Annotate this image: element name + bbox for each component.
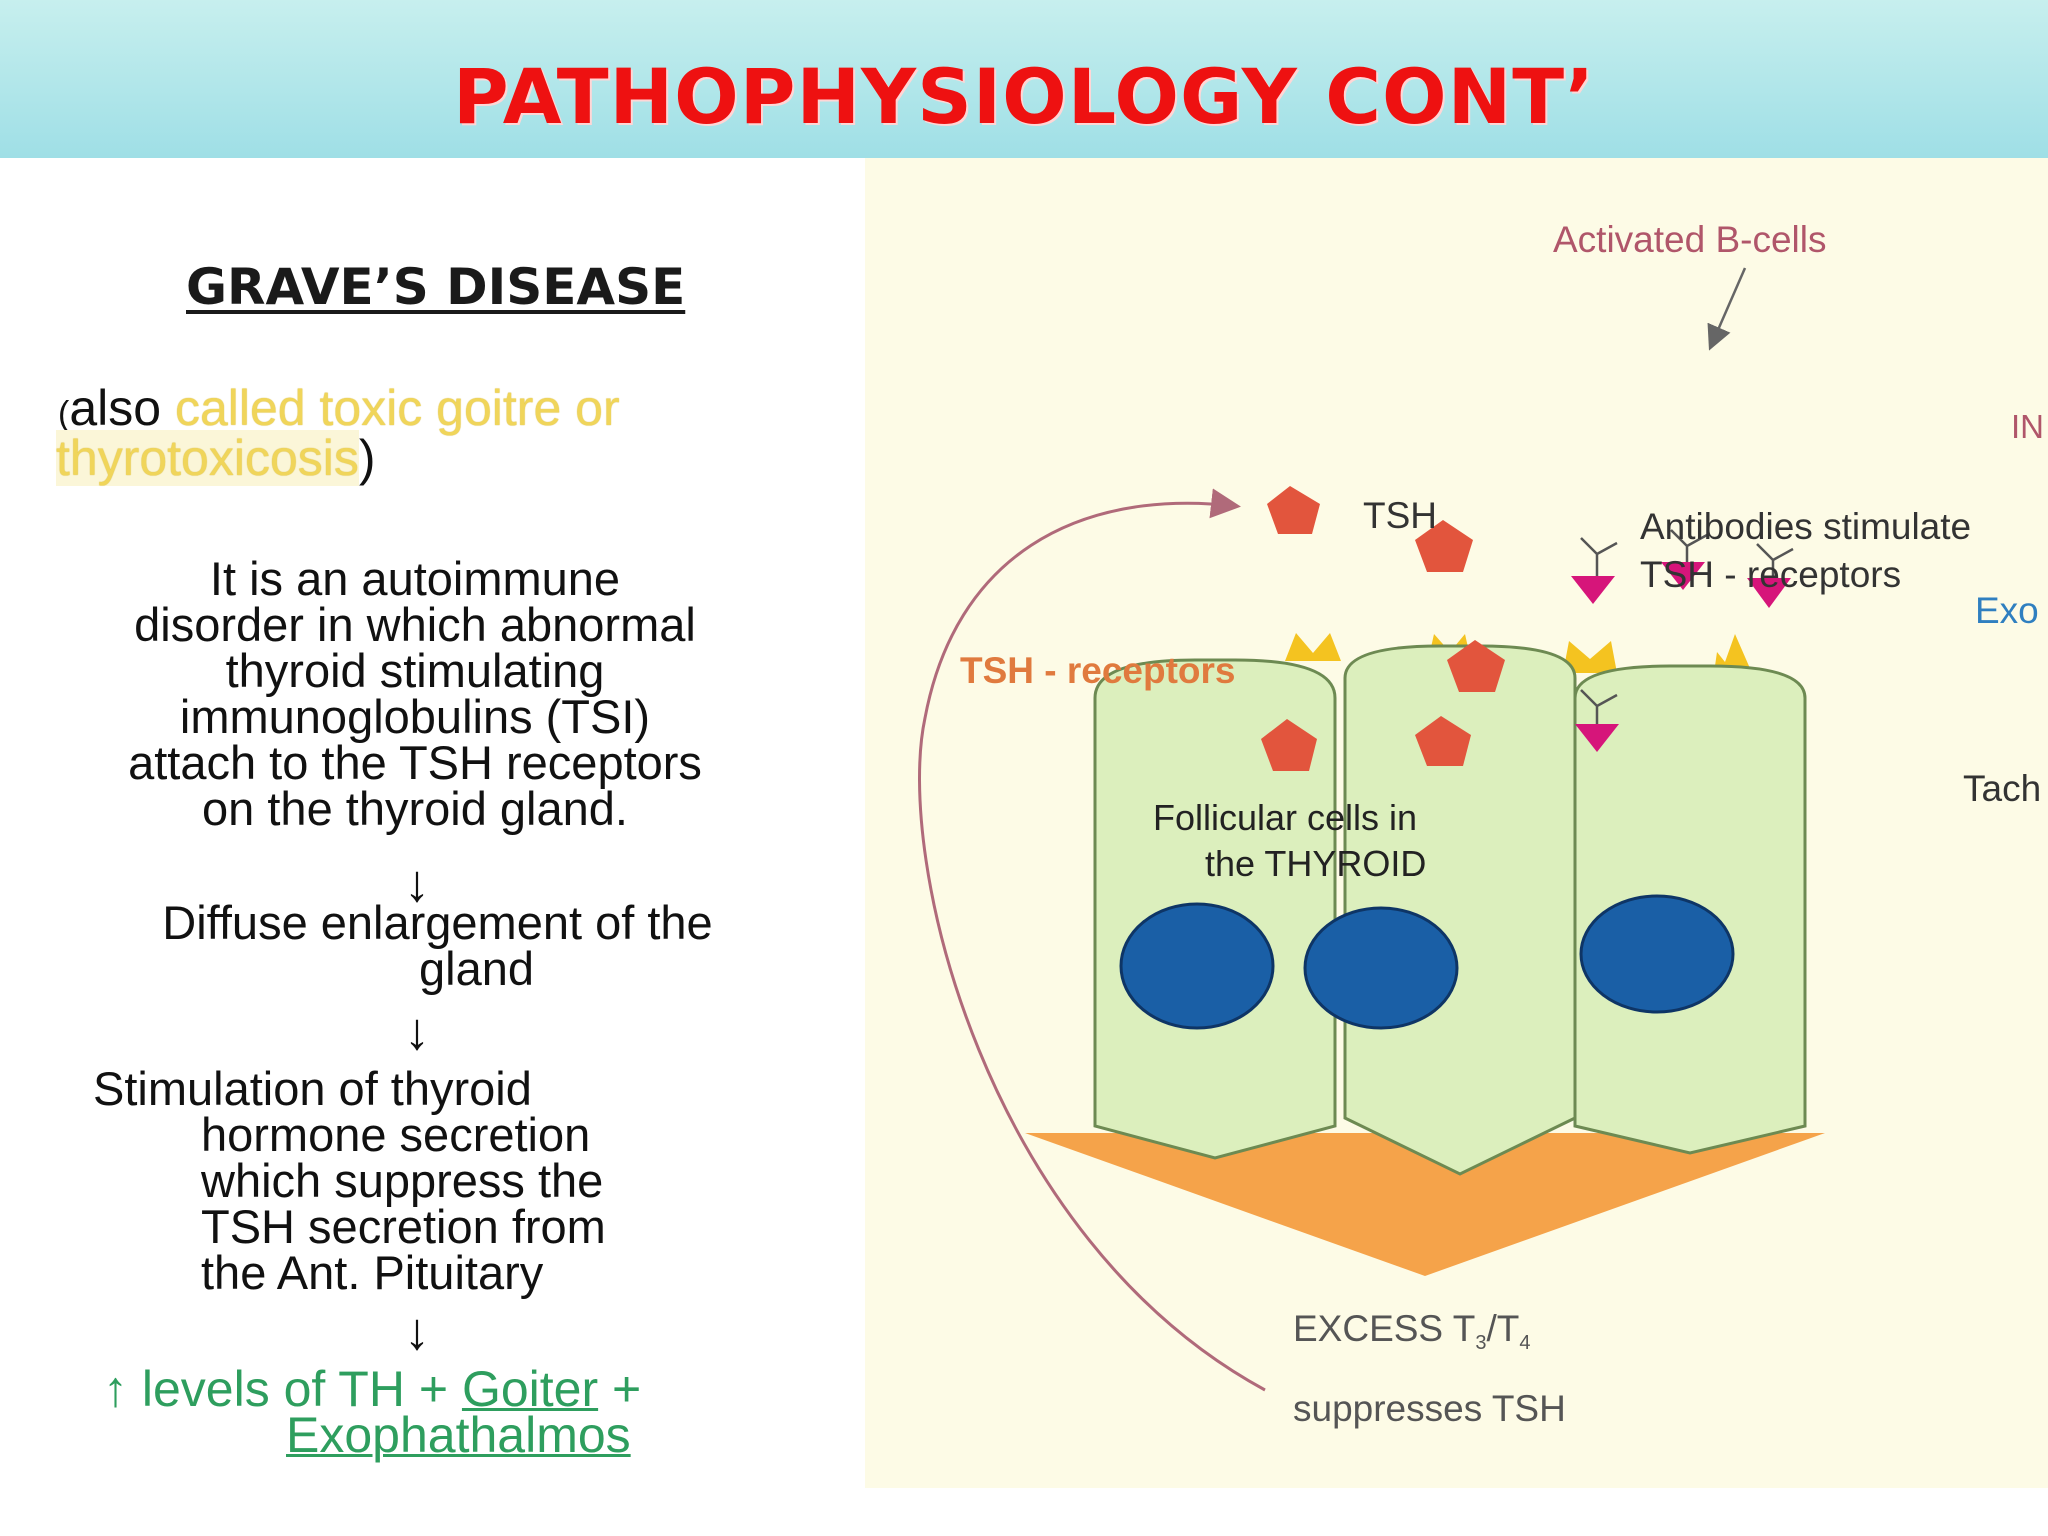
antibodies-label-2: TSH - receptors xyxy=(1640,554,1901,595)
step-line: the Ant. Pituitary xyxy=(201,1246,544,1299)
alias-highlight-2: thyrotoxicosis xyxy=(56,430,359,486)
step-line: gland xyxy=(419,942,534,995)
follicular-label-2: the THYROID xyxy=(1205,843,1426,884)
alias-highlight-1: called toxic goitre or xyxy=(174,380,620,436)
description-line: disorder in which abnormal xyxy=(134,598,696,651)
tsh-icon xyxy=(1415,716,1471,766)
alias-open-paren: ( xyxy=(58,395,70,433)
graves-mechanism-diagram: Activated B-cells TSH Antibodies stimula… xyxy=(865,158,2048,1488)
excess-label: EXCESS T3/T4 xyxy=(1293,1308,1530,1354)
nuclei xyxy=(1119,894,1735,1030)
activated-b-cells-label: Activated B-cells xyxy=(1553,219,1827,260)
diagram-canvas: Activated B-cells TSH Antibodies stimula… xyxy=(918,219,2044,1429)
antibodies-label-1: Antibodies stimulate xyxy=(1640,506,1971,547)
description-line: It is an autoimmune xyxy=(209,552,621,605)
antibody-icon xyxy=(1670,529,1708,564)
description-line: thyroid stimulating xyxy=(225,644,605,697)
antibody-icon xyxy=(1571,576,1615,604)
result-prefix: ↑ levels of TH + xyxy=(103,1361,462,1417)
result-goiter: Goiter xyxy=(461,1361,599,1417)
down-arrow-icon: ↓ xyxy=(404,1003,430,1061)
antibody-icon xyxy=(1756,543,1794,580)
step-line: which suppress the xyxy=(201,1154,604,1207)
tsh-label: TSH xyxy=(1363,495,1437,536)
step-enlargement: Diffuse enlargement of the gland xyxy=(70,896,805,995)
follicular-cell xyxy=(1343,644,1577,1176)
excess-text: EXCESS T xyxy=(1293,1308,1475,1349)
cut-label-exo: Exo xyxy=(1975,590,2039,631)
result-plus: + xyxy=(598,1361,642,1417)
tsh-icon xyxy=(1261,719,1317,771)
excess-slash-t: /T xyxy=(1486,1308,1519,1349)
nucleus-icon xyxy=(1303,906,1459,1030)
receptor-icon xyxy=(1285,633,1341,661)
tsh-icon xyxy=(1415,520,1473,572)
feedback-arrow xyxy=(918,488,1266,1392)
tsh-receptors-label: TSH - receptors xyxy=(960,650,1236,691)
nucleus-icon xyxy=(1579,894,1735,1014)
antibody-icon xyxy=(1575,724,1619,752)
b-cell-pointer-arrow xyxy=(1707,267,1747,351)
antibody-heads xyxy=(1571,562,1791,752)
antibody-icon xyxy=(1661,562,1705,590)
tsh-icon xyxy=(1447,640,1505,692)
down-arrow-icon: ↓ xyxy=(404,1303,430,1361)
antibody-arms xyxy=(1580,529,1794,730)
excess-sub-4: 4 xyxy=(1519,1332,1530,1354)
tsh-molecules xyxy=(1261,486,1505,771)
follicular-label-1: Follicular cells in xyxy=(1153,797,1417,838)
result-line: ↑ levels of TH + Goiter + Exophathalmos xyxy=(103,1364,641,1460)
cut-label-tach: Tach xyxy=(1963,768,2041,809)
receptor-icon xyxy=(1563,641,1617,673)
nucleus-icon xyxy=(1119,902,1275,1030)
step-stimulation: Stimulation of thyroid hormone secretion… xyxy=(93,1062,606,1299)
receptor-icon xyxy=(1714,634,1752,673)
description-line: on the thyroid gland. xyxy=(202,782,628,835)
tsh-icon xyxy=(1267,486,1320,534)
cut-label-in: IN xyxy=(2011,408,2044,445)
suppresses-label: suppresses TSH xyxy=(1293,1388,1566,1429)
step-line: Stimulation of thyroid xyxy=(93,1062,532,1115)
antibody-icon xyxy=(1580,537,1618,578)
step-line: hormone secretion xyxy=(201,1108,591,1161)
description-paragraph: It is an autoimmune disorder in which ab… xyxy=(50,552,780,835)
alias-close-paren: ) xyxy=(358,430,376,486)
description-line: attach to the TSH receptors xyxy=(128,736,702,789)
step-line: TSH secretion from xyxy=(201,1200,606,1253)
left-text-panel: GRAVE’S DISEASE (also called toxic goitr… xyxy=(0,158,865,1536)
down-arrow-icon: ↓ xyxy=(404,855,430,913)
alias-word: also xyxy=(69,380,175,436)
secretion-arrow xyxy=(1025,1133,1825,1276)
result-exophthalmos: Exophathalmos xyxy=(286,1407,631,1463)
antibody-icon xyxy=(1747,578,1791,608)
disease-heading: GRAVE’S DISEASE xyxy=(186,258,686,316)
step-line: Diffuse enlargement of the xyxy=(162,896,713,949)
title-banner: PATHOPHYSIOLOGY CONT’ xyxy=(0,0,2048,158)
disease-alias: (also called toxic goitre or thyrotoxico… xyxy=(56,383,620,486)
slide-title: PATHOPHYSIOLOGY CONT’ xyxy=(453,52,1595,141)
description-line: immunoglobulins (TSI) xyxy=(179,690,651,743)
excess-sub-3: 3 xyxy=(1475,1332,1486,1354)
